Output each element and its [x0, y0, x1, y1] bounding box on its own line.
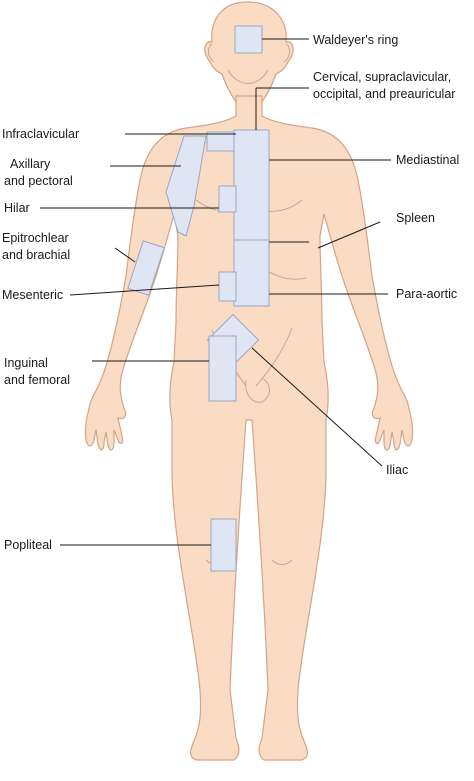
- leader-mesenteric: [69, 284, 220, 296]
- label-inguinal-line2: and femoral: [4, 373, 70, 387]
- region-epitrochlear: [127, 240, 165, 296]
- label-popliteal: Popliteal: [4, 538, 52, 552]
- label-axillary-line2: and pectoral: [4, 174, 73, 188]
- ear-left: [207, 43, 215, 63]
- knee-right: [271, 559, 293, 565]
- label-inguinal-line1: Inguinal: [4, 356, 48, 370]
- node-regions: [127, 25, 270, 572]
- label-iliac: Iliac: [386, 463, 408, 477]
- label-axillary-line1: Axillary: [10, 157, 51, 171]
- label-cervical-line2: occipital, and preauricular: [313, 87, 455, 101]
- region-mediastinal: [233, 129, 270, 241]
- leader-epitrochlear: [114, 247, 136, 263]
- region-infraclavicular: [206, 131, 237, 152]
- label-hilar: Hilar: [4, 201, 30, 215]
- label-cervical-line1: Cervical, supraclavicular,: [313, 70, 451, 84]
- region-hilar: [218, 185, 237, 213]
- groin-line-right: [255, 327, 293, 387]
- label-infraclavicular: Infraclavicular: [2, 127, 79, 141]
- label-mesenteric: Mesenteric: [2, 288, 63, 302]
- region-inguinal: [208, 335, 237, 402]
- body-silhouette: [84, 1, 414, 761]
- region-axillary: [165, 135, 207, 237]
- leader-spleen-ext: [317, 221, 381, 249]
- label-spleen: Spleen: [396, 211, 435, 225]
- label-epitrochlear-line1: Epitrochlear: [2, 231, 69, 245]
- leader-iliac: [251, 347, 383, 467]
- label-para-aortic: Para-aortic: [396, 287, 457, 301]
- region-popliteal: [210, 518, 237, 572]
- region-mesenteric: [218, 271, 237, 302]
- genital-outline: [245, 377, 270, 403]
- ear-right: [283, 43, 291, 63]
- labels: Waldeyer's ring Cervical, supraclavicula…: [2, 33, 459, 552]
- label-mediastinal: Mediastinal: [396, 153, 459, 167]
- region-spleen-para-aortic: [233, 239, 270, 307]
- leader-lines: [40, 38, 391, 546]
- label-waldeyer: Waldeyer's ring: [313, 33, 398, 47]
- jaw-line: [227, 69, 269, 84]
- label-epitrochlear-line2: and brachial: [2, 248, 70, 262]
- region-waldeyer: [234, 25, 263, 54]
